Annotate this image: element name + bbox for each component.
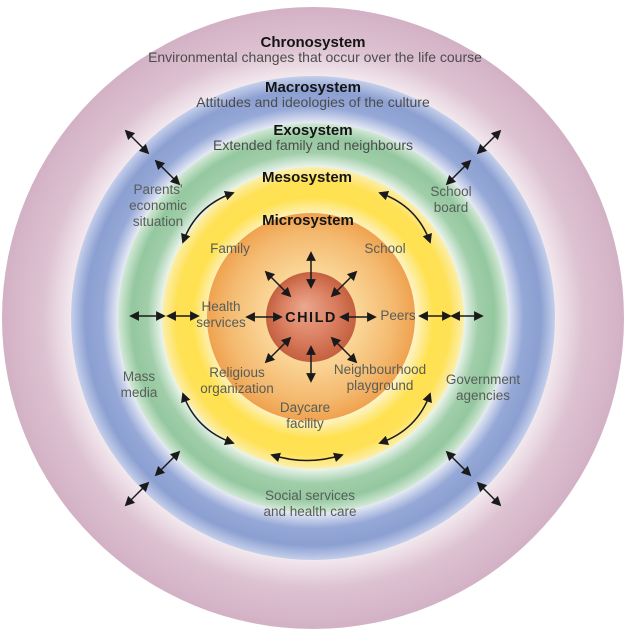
curved-double-arrow-icon — [181, 191, 235, 244]
microsystem-title: Microsystem — [262, 212, 354, 229]
label-school: School — [364, 241, 405, 256]
double-arrow-icon — [154, 159, 181, 186]
outer-boundary-arrows — [124, 129, 502, 507]
double-arrow-icon — [330, 336, 358, 364]
macrosystem-title: Macrosystem — [265, 79, 361, 96]
label-mass-media: Mass media — [121, 369, 158, 400]
label-school-board-line2: board — [434, 200, 469, 215]
exosystem-title: Exosystem — [273, 122, 352, 139]
label-health-services-line1: Health — [201, 299, 240, 314]
label-government-line1: Government — [446, 372, 521, 387]
label-social-services-line2: and health care — [263, 504, 356, 519]
child-label: CHILD — [285, 310, 337, 326]
curved-double-arrow-icon — [181, 392, 235, 445]
label-school-board-line1: School — [430, 184, 471, 199]
double-arrow-icon — [124, 481, 150, 507]
label-neighbourhood-playground: Neighbourhood playground — [334, 362, 426, 393]
label-playground-line1: Neighbourhood — [334, 362, 426, 377]
label-social-services: Social services and health care — [263, 488, 356, 519]
label-playground-line2: playground — [347, 378, 414, 393]
label-social-services-line1: Social services — [265, 488, 355, 503]
double-arrow-icon — [445, 450, 472, 477]
label-government-agencies: Government agencies — [446, 372, 521, 403]
label-religious-line2: organization — [200, 381, 274, 396]
macrosystem-description: Attitudes and ideologies of the culture — [196, 94, 430, 110]
label-mass-media-line2: media — [121, 385, 158, 400]
label-parents-economic-situation: Parents' economic situation — [129, 182, 187, 229]
chronosystem-title: Chronosystem — [260, 34, 365, 51]
double-arrow-icon — [476, 481, 502, 507]
label-religious-line1: Religious — [209, 365, 265, 380]
chronosystem-description: Environmental changes that occur over th… — [148, 49, 482, 65]
label-government-line2: agencies — [456, 388, 510, 403]
double-arrow-icon — [264, 270, 292, 298]
label-daycare-facility: Daycare facility — [280, 400, 330, 431]
mesosystem-title: Mesosystem — [262, 169, 352, 186]
label-religious-organization: Religious organization — [200, 365, 274, 396]
exosystem-description: Extended family and neighbours — [213, 137, 413, 153]
label-parents-line1: Parents' — [133, 182, 182, 197]
label-daycare-line1: Daycare — [280, 400, 330, 415]
label-parents-line3: situation — [133, 214, 183, 229]
double-arrow-icon — [264, 336, 292, 364]
label-parents-line2: economic — [129, 198, 187, 213]
label-mass-media-line1: Mass — [123, 369, 156, 384]
double-arrow-icon — [445, 159, 472, 186]
label-health-services-line2: services — [196, 315, 246, 330]
child-bidirectional-arrows — [245, 251, 377, 383]
double-arrow-icon — [330, 270, 358, 298]
label-daycare-line2: facility — [286, 416, 324, 431]
mesosystem-interaction-arrows — [181, 191, 432, 463]
double-arrow-icon — [124, 129, 150, 155]
label-school-board: School board — [430, 184, 471, 215]
curved-double-arrow-icon — [378, 392, 432, 445]
label-peers: Peers — [380, 308, 416, 323]
curved-double-arrow-icon — [378, 191, 432, 244]
label-health-services: Health services — [196, 299, 246, 330]
double-arrow-icon — [154, 450, 181, 477]
double-arrow-icon — [476, 129, 502, 155]
label-family: Family — [210, 241, 250, 256]
curved-double-arrow-icon — [270, 452, 344, 463]
